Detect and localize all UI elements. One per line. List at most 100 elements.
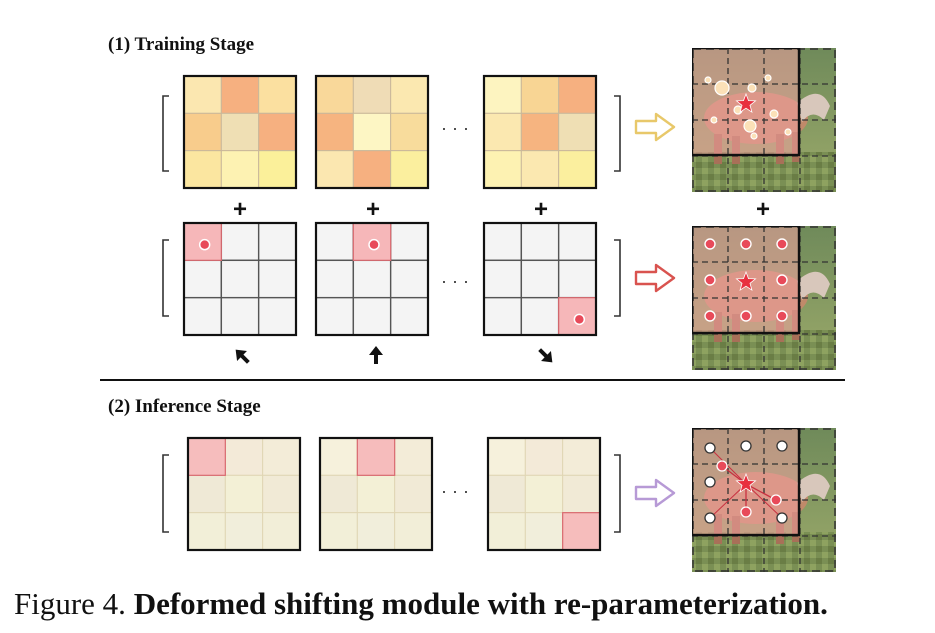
dot-icon bbox=[710, 116, 718, 124]
training-kernel-2-cell bbox=[315, 112, 354, 152]
inference-kernel-1-border bbox=[186, 436, 302, 552]
feature-image-training-2 bbox=[692, 226, 836, 370]
dot-icon bbox=[704, 310, 716, 322]
shift-kernel-2-cell bbox=[315, 296, 355, 336]
inference-kernel-3-cell bbox=[524, 437, 564, 476]
star-icon bbox=[735, 270, 757, 292]
inference-kernel-2-highlight-cell bbox=[356, 437, 396, 476]
dot-icon bbox=[740, 238, 752, 250]
shift-kernel-1-cell bbox=[183, 259, 223, 299]
inference-kernel-3-cell bbox=[487, 512, 526, 551]
inference-kernel-2-cell bbox=[356, 512, 396, 551]
inference-kernel-1-cell bbox=[262, 474, 301, 514]
plus-3: + bbox=[534, 196, 548, 223]
dot-icon bbox=[776, 310, 788, 322]
inference-kernel-3-cell bbox=[524, 512, 564, 551]
inference-kernel-1-cell bbox=[224, 474, 264, 514]
dot-icon bbox=[770, 494, 782, 506]
arrow-down-right-icon bbox=[538, 348, 553, 363]
inference-kernel-1-highlight-cell bbox=[187, 437, 226, 476]
training-kernel-3-cell bbox=[483, 75, 522, 114]
inference-stage-label: (2) Inference Stage bbox=[108, 396, 261, 417]
dot-icon bbox=[776, 512, 788, 524]
inference-kernel-3-border bbox=[486, 436, 602, 552]
ellipsis-row-1: · · · bbox=[441, 118, 469, 138]
shift-kernel-3-cell bbox=[520, 259, 560, 299]
open-right-arrow-icon bbox=[634, 263, 676, 293]
training-kernel-3-cell bbox=[558, 112, 597, 152]
dot-icon bbox=[776, 440, 788, 452]
dot-icon bbox=[198, 238, 211, 251]
dot-icon bbox=[769, 109, 779, 119]
ellipsis-row-3: · · · bbox=[441, 481, 469, 501]
dot-icon bbox=[740, 310, 752, 322]
caption-title: Deformed shifting module with re-paramet… bbox=[133, 586, 828, 621]
training-kernel-2 bbox=[314, 74, 430, 190]
images-layer bbox=[692, 48, 836, 572]
inference-kernel-3 bbox=[486, 436, 602, 552]
shift-kernel-2-cell bbox=[389, 259, 429, 299]
shift-kernel-1-cell bbox=[257, 222, 297, 262]
inference-kernel-2-cell bbox=[394, 437, 433, 476]
shift-kernel-2-cell bbox=[389, 296, 429, 336]
dot-icon bbox=[776, 274, 788, 286]
inference-kernel-3-highlight-cell bbox=[562, 512, 601, 551]
star-icon bbox=[735, 472, 757, 494]
training-kernel-3-cell bbox=[483, 150, 522, 189]
bracket-right-row-2 bbox=[614, 239, 621, 317]
inference-kernel-1-cell bbox=[224, 437, 264, 476]
dot-icon bbox=[704, 76, 712, 84]
training-kernel-1-cell bbox=[183, 150, 222, 189]
dot-icon bbox=[714, 80, 730, 96]
training-kernel-1-border bbox=[182, 74, 298, 190]
dot-icon bbox=[704, 442, 716, 454]
shift-kernel-3-cell bbox=[557, 259, 597, 299]
shift-kernel-1-cell bbox=[257, 296, 297, 336]
dot-icon bbox=[573, 313, 586, 326]
shift-kernel-3-border bbox=[482, 221, 598, 337]
dot-icon bbox=[740, 506, 752, 518]
inference-kernel-3-cell bbox=[487, 474, 526, 514]
inference-kernel-2-cell bbox=[356, 474, 396, 514]
plus-1: + bbox=[233, 196, 247, 223]
training-kernel-1 bbox=[182, 74, 298, 190]
inference-kernel-2-cell bbox=[319, 437, 358, 476]
feature-image-inference bbox=[692, 428, 836, 572]
dot-icon bbox=[784, 128, 792, 136]
arrow-up-icon bbox=[369, 346, 383, 364]
open-right-arrow-icon bbox=[634, 478, 676, 508]
shift-kernel-3 bbox=[482, 221, 598, 337]
shift-kernel-1-cell bbox=[220, 259, 260, 299]
shift-kernel-2 bbox=[314, 221, 430, 337]
dot-icon bbox=[716, 460, 728, 472]
training-kernel-3-cell bbox=[520, 112, 560, 152]
training-kernel-1-cell bbox=[220, 150, 260, 189]
bracket-left-row-2 bbox=[162, 239, 169, 317]
bracket-left-row-1 bbox=[162, 95, 169, 172]
bracket-right-row-3 bbox=[614, 454, 621, 533]
training-kernel-2-cell bbox=[352, 150, 392, 189]
inference-kernel-2-cell bbox=[394, 474, 433, 514]
shift-kernel-1-border bbox=[182, 221, 298, 337]
dot-icon bbox=[743, 119, 757, 133]
inference-kernel-2-cell bbox=[319, 512, 358, 551]
inference-kernel-3-cell bbox=[524, 474, 564, 514]
ellipsis-row-2: · · · bbox=[441, 271, 469, 291]
training-kernel-3-cell bbox=[520, 150, 560, 189]
training-kernel-3-cell bbox=[558, 75, 597, 114]
training-kernel-3-cell bbox=[520, 75, 560, 114]
inference-kernel-2-border bbox=[318, 436, 434, 552]
dot-icon bbox=[704, 476, 716, 488]
dot-icon bbox=[750, 132, 758, 140]
inference-kernel-2 bbox=[318, 436, 434, 552]
training-kernel-3-cell bbox=[483, 112, 522, 152]
shift-kernel-2-cell bbox=[352, 259, 392, 299]
inference-kernel-2-cell bbox=[394, 512, 433, 551]
shift-kernel-3-cell bbox=[483, 259, 523, 299]
shift-kernel-1-cell bbox=[183, 296, 223, 336]
shift-kernel-1-cell bbox=[220, 222, 260, 262]
training-kernel-3 bbox=[482, 74, 598, 190]
bracket-right-row-1 bbox=[614, 95, 621, 172]
inference-kernel-1 bbox=[186, 436, 302, 552]
